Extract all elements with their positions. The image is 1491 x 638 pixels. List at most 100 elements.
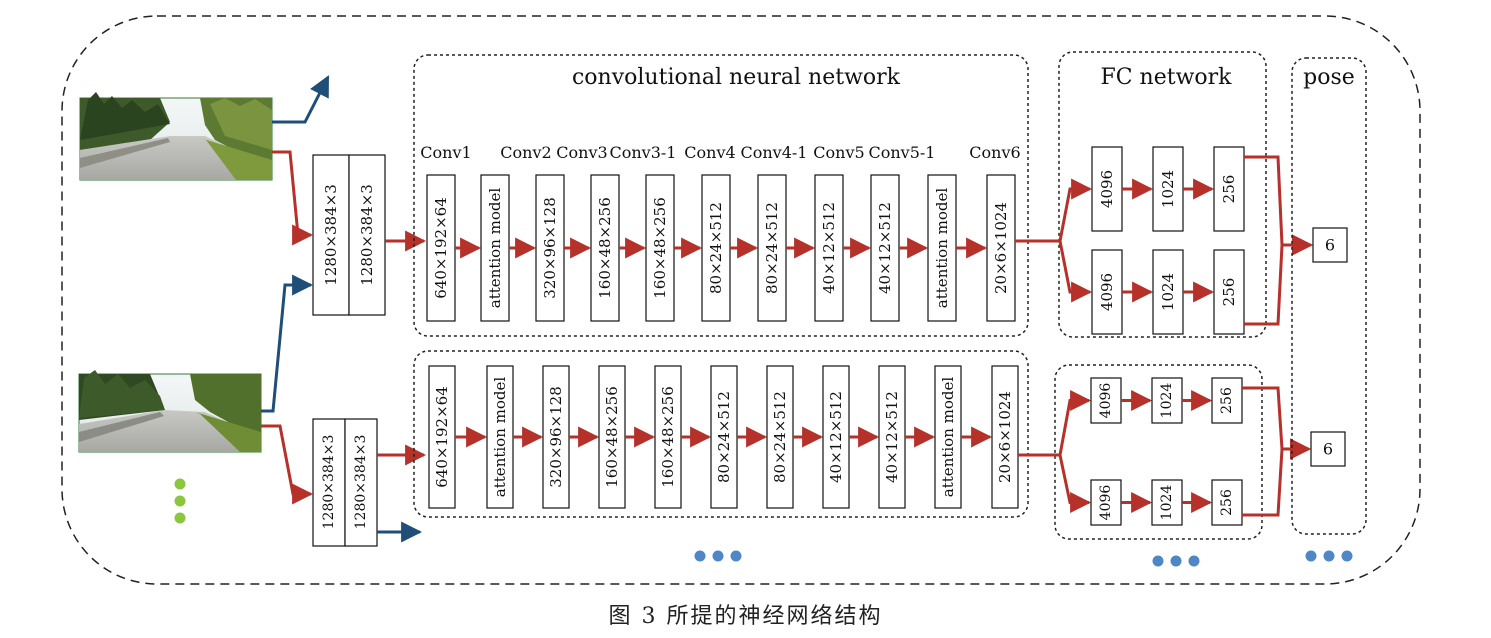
fc-top-fc-label: 4096: [1098, 273, 1116, 311]
blue-dot: [1323, 550, 1335, 562]
input-label-bottom-2: 1280×384×3: [353, 435, 369, 530]
image-arrows: [261, 75, 427, 543]
conv-name-label: Conv5: [813, 143, 864, 162]
cnn-top-layer-label: 20×6×1024: [992, 202, 1010, 294]
cnn-top-layer-label: 640×192×64: [432, 197, 450, 298]
cnn-bottom-layer-label: 80×24×512: [715, 391, 733, 483]
cnn-bottom-layer-label: 40×12×512: [827, 391, 845, 483]
cnn-top-layer-box: [480, 174, 510, 322]
green-dot: [174, 495, 186, 507]
fc-top-fc-box: [1213, 146, 1245, 232]
fc-bottom-fc-label: 4096: [1098, 383, 1114, 419]
blue-dot: [1170, 555, 1182, 567]
fc-top-fc-box: [1152, 146, 1184, 232]
blue-dot: [1305, 550, 1317, 562]
cnn-top-layer-label: 320×96×128: [541, 197, 559, 298]
fc-title: FC network: [1100, 65, 1232, 90]
cnn-bottom-layer-label: attention model: [939, 377, 957, 498]
cnn-bottom-layer-label: 20×6×1024: [996, 391, 1014, 483]
outer-frame: [61, 15, 1421, 585]
green-dot: [174, 512, 186, 524]
cnn-bottom-layer-box: [766, 365, 794, 509]
cnn-bottom-layer-label: 640×192×64: [433, 386, 451, 487]
fc-top-fc-label: 1024: [1159, 170, 1177, 208]
cnn-bottom-layer-box: [428, 365, 456, 509]
cnn-top-layer-label: 40×12×512: [820, 202, 838, 294]
cnn-layers-top: 640×192×64 attention model 320×96×128 160×4…: [426, 174, 1016, 322]
fc-bottom-fc-box: [1211, 377, 1243, 424]
cnn-top-layer-box: [870, 174, 900, 322]
pose-output-bottom: [1310, 431, 1346, 467]
cnn-title: convolutional neural network: [572, 65, 901, 90]
input-stack-top: 1280×384×3 1280×384×3: [312, 154, 386, 316]
cnn-bottom-layer-label: 160×48×256: [659, 386, 677, 487]
cnn-bottom-layer-label: 40×12×512: [883, 391, 901, 483]
conv-name-label: Conv4: [684, 143, 735, 162]
cnn-bottom-layer-label: attention model: [491, 377, 509, 498]
blue-dot: [1341, 550, 1353, 562]
cnn-top-layer-label: 80×24×512: [707, 202, 725, 294]
cnn-top-layer-box: [986, 174, 1016, 322]
cnn-bottom-layer-box: [934, 365, 962, 509]
fc-bottom-branch-arrow: [1018, 453, 1092, 513]
fc-top-pose-arrow: [1244, 155, 1314, 256]
fc-bottom-fc-label: 1024: [1159, 485, 1175, 521]
cnn-top-layer-label: 40×12×512: [876, 202, 894, 294]
fc-bottom-fc-label: 4096: [1098, 485, 1114, 521]
cnn-bottom-layer-box: [486, 365, 514, 509]
fc-bottom-fc-label: 256: [1219, 387, 1235, 414]
fc-bottom-fc-box: [1151, 479, 1183, 526]
input-stack-bottom: 1280×384×3 1280×384×3: [312, 418, 378, 547]
cnn-bottom-layer-label: 80×24×512: [771, 391, 789, 483]
blue-dot: [1152, 555, 1164, 567]
more-images-ellipsis: [174, 478, 186, 524]
fc-bottom-fc-box: [1090, 479, 1122, 526]
cnn-bottom-layer-box: [654, 365, 682, 509]
fc-bottom-branch-arrow: [1018, 390, 1092, 457]
cnn-top-layer-label: 80×24×512: [763, 202, 781, 294]
road-image-top: [79, 92, 273, 181]
cnn-top-layer-box: [814, 174, 844, 322]
fc-bottom-pose-arrow: [1242, 386, 1312, 460]
cnn-top-layer-box: [535, 174, 565, 322]
network-diagram: 1280×384×3 1280×384×3 1280×384×3 1280×38…: [61, 15, 1421, 585]
cnn-layers-bottom: 640×192×64 attention model 320×96×128 160×4…: [428, 365, 1019, 509]
fc-bottom-fc-label: 1024: [1159, 383, 1175, 419]
fc-top-fc-label: 256: [1220, 278, 1238, 307]
cnn-bottom-layer-label: 320×96×128: [547, 386, 565, 487]
cnn-top-layer-label: attention model: [933, 188, 951, 309]
fc-top-fc-box: [1091, 249, 1123, 335]
fc-bottom-pose-arrow: [1242, 438, 1312, 517]
pose-output-bottom-label: 6: [1323, 440, 1333, 459]
blue-dot: [712, 550, 724, 562]
blue-dot: [1188, 555, 1200, 567]
cnn-bottom-layer-box: [991, 365, 1019, 509]
input-label-top-1: 1280×384×3: [322, 184, 340, 285]
cnn-box-top: [413, 54, 1029, 337]
fc-bottom-fc-box: [1211, 479, 1243, 526]
cnn-top-layer-box: [701, 174, 731, 322]
cnn-bottom-layer-box: [822, 365, 850, 509]
cnn-bottom-layer-box: [598, 365, 626, 509]
cnn-top-layer-box: [426, 174, 456, 322]
cnn-bottom-layer-box: [878, 365, 906, 509]
fc-top-fc-label: 1024: [1159, 273, 1177, 311]
blue-dot: [730, 550, 742, 562]
fc-top-fc-label: 256: [1220, 175, 1238, 204]
cnn-top-layer-label: 160×48×256: [651, 197, 669, 298]
conv-name-label: Conv2: [500, 143, 551, 162]
fc-top-fc-box: [1091, 146, 1123, 232]
input-label-top-2: 1280×384×3: [358, 184, 376, 285]
fc-bottom-fc-box: [1090, 377, 1122, 424]
fc-top-branch-arrow: [1015, 239, 1093, 303]
fc-bottom-fc-label: 256: [1219, 489, 1235, 516]
input-label-bottom-1: 1280×384×3: [321, 435, 337, 530]
fc-top-pose-arrow: [1244, 234, 1314, 326]
road-image-bottom: [78, 370, 262, 453]
fc-top-fc-box: [1213, 249, 1245, 335]
cnn-top-layer-box: [757, 174, 787, 322]
cnn-bottom-layer-box: [710, 365, 738, 509]
pose-title: pose: [1303, 65, 1355, 90]
